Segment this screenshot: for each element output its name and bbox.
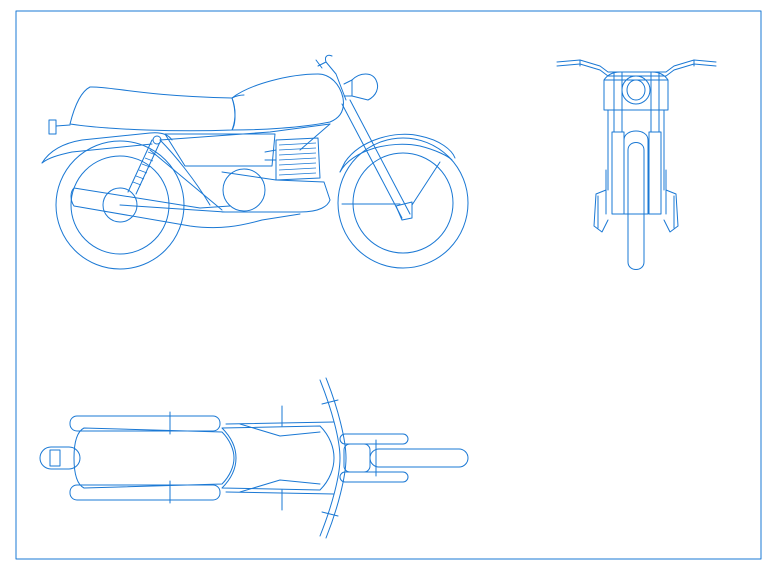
front-fork [341, 99, 413, 221]
top-front-tire [369, 448, 469, 468]
top-rear-tire [39, 446, 81, 470]
handlebar [325, 54, 347, 101]
front-wheel [337, 137, 469, 269]
exhaust-pipe [70, 187, 301, 229]
top-handlebar [319, 379, 341, 537]
front-view [556, 59, 717, 270]
rear-shock [127, 135, 162, 195]
side-view [41, 54, 469, 270]
front-view-forks [607, 71, 665, 215]
front-fender [344, 133, 456, 163]
top-fuel-tank [221, 425, 335, 491]
front-view-tire [627, 142, 645, 270]
front-handlebar [556, 59, 717, 73]
top-exhaust-upper [69, 415, 221, 432]
top-headlight [343, 443, 371, 473]
rear-fender [41, 132, 173, 164]
fuel-tank [231, 73, 344, 131]
seat [69, 86, 236, 132]
engine [221, 137, 331, 213]
headlight [351, 73, 379, 101]
sheet-frame [15, 10, 762, 560]
top-view [39, 377, 469, 539]
taillight [48, 119, 57, 135]
top-exhaust-lower [69, 484, 221, 501]
top-seat [73, 427, 235, 489]
